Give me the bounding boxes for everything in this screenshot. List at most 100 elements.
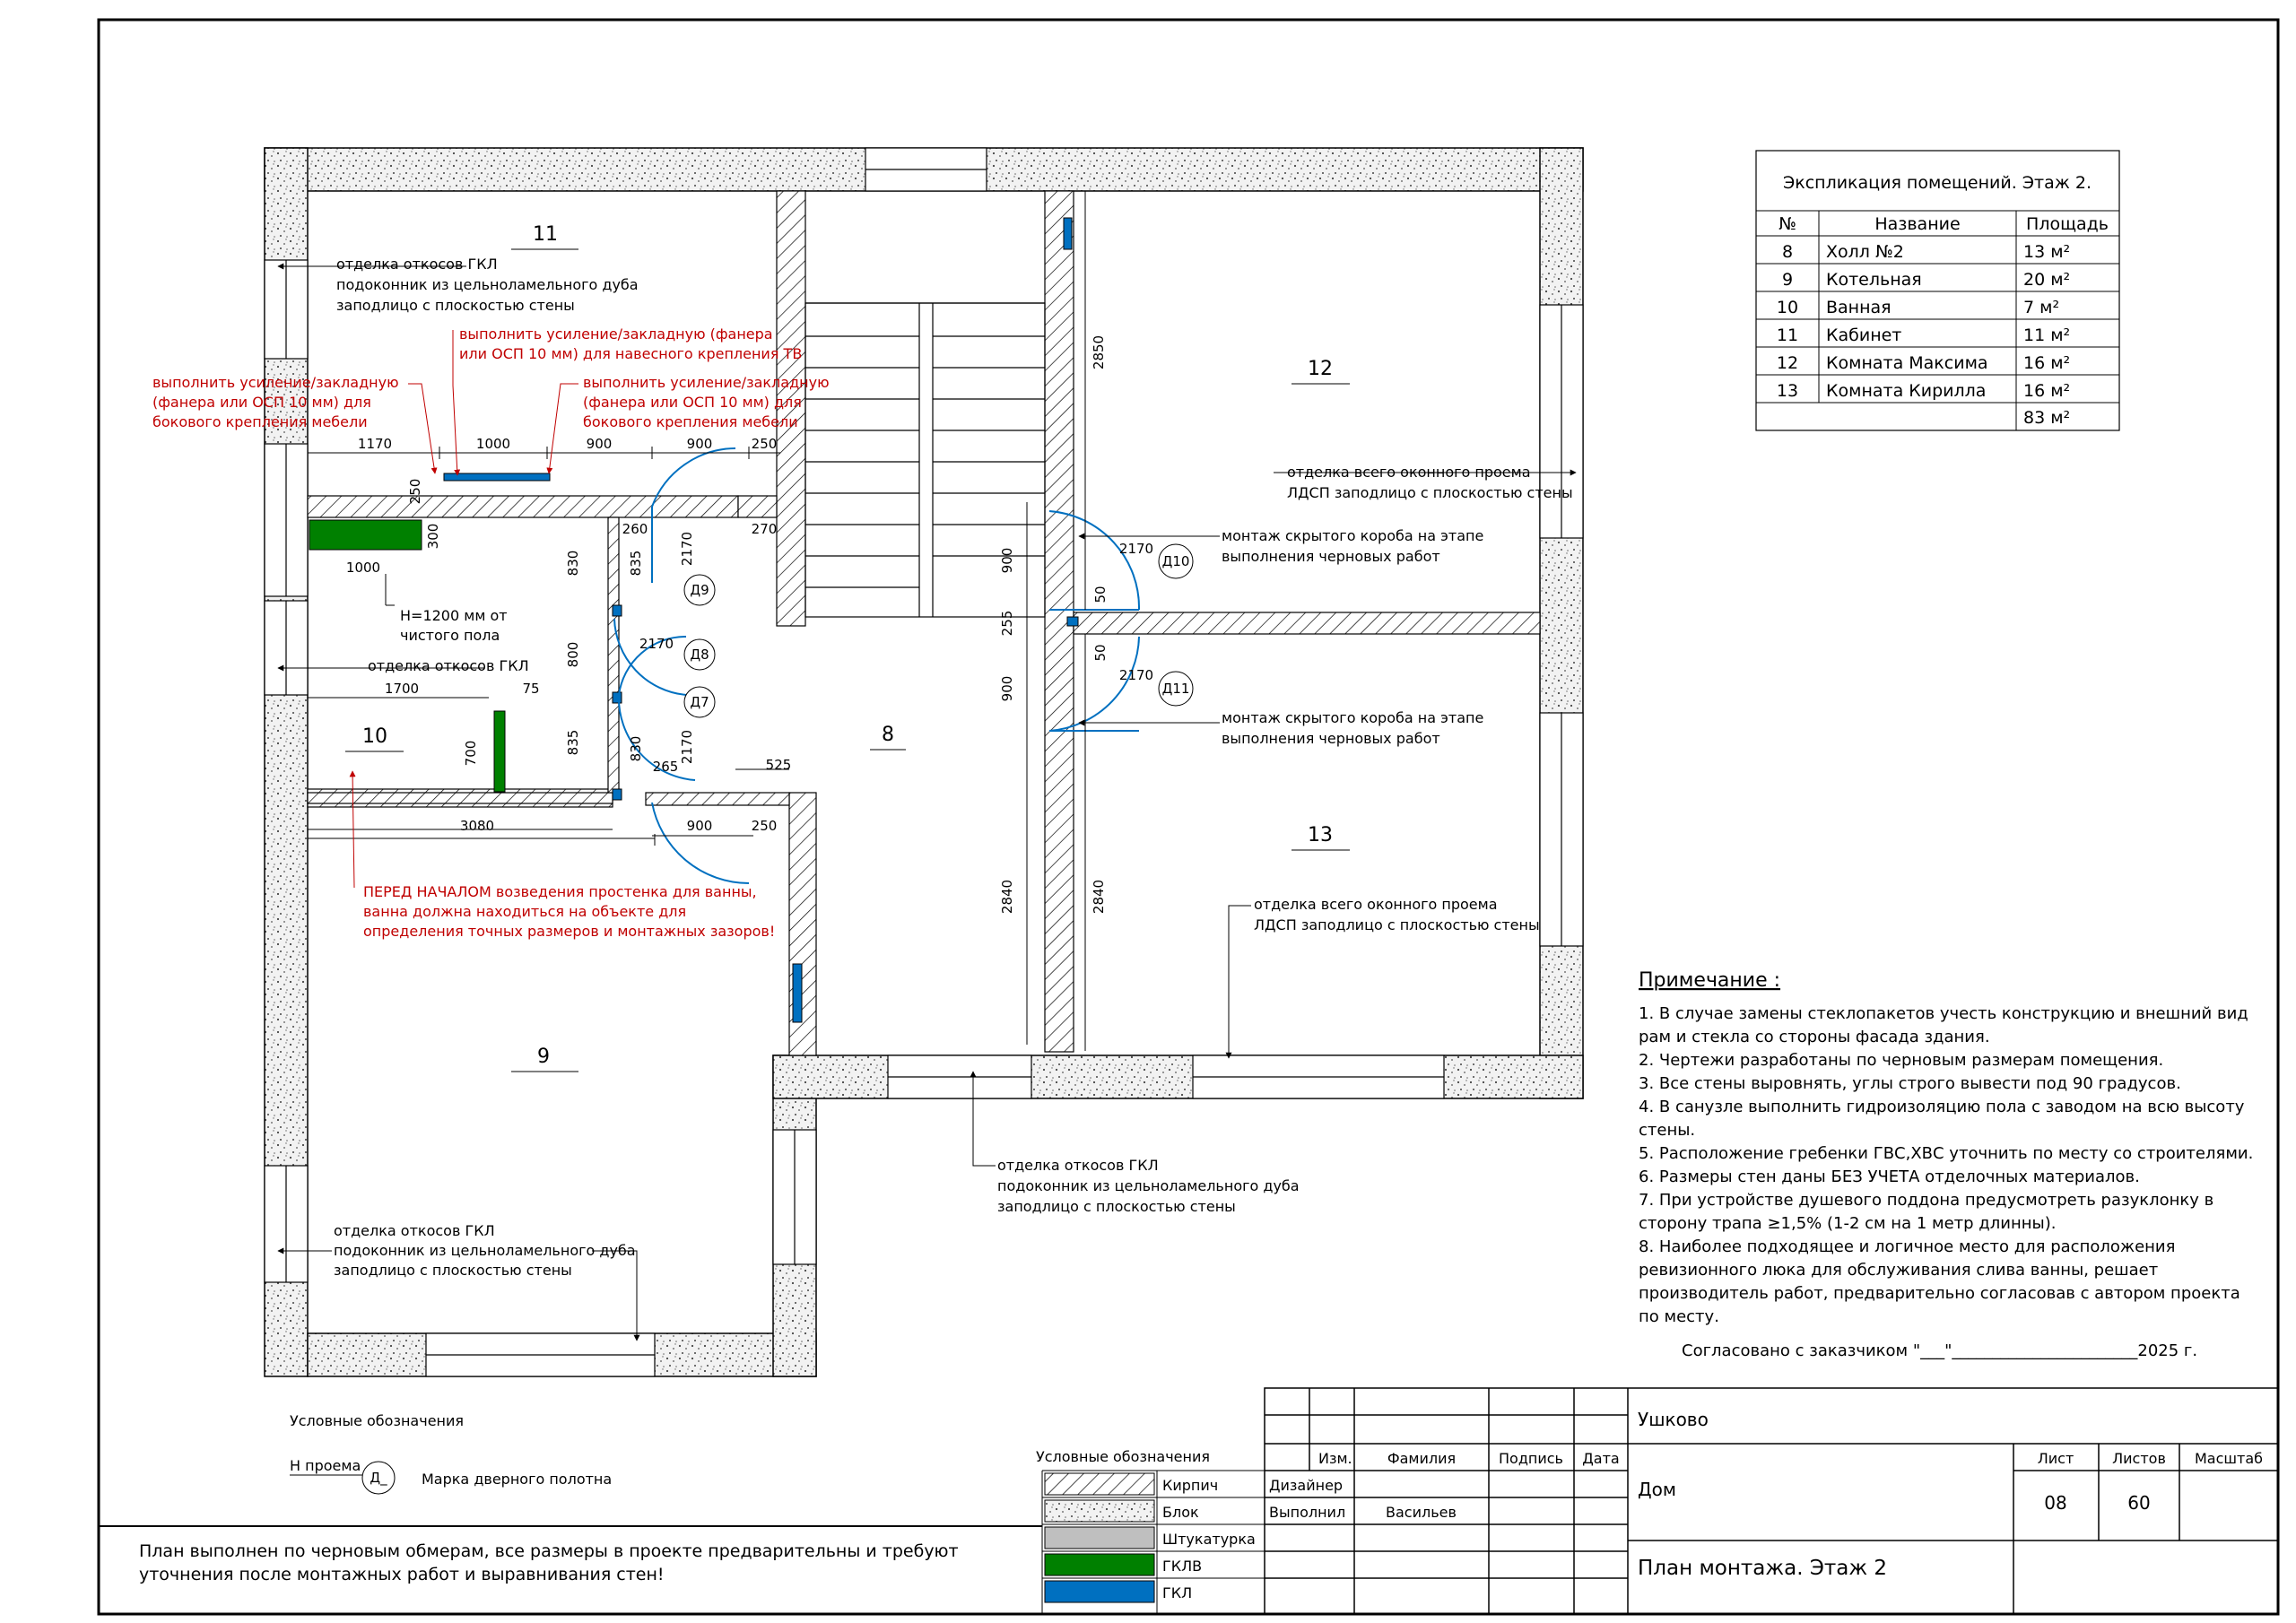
legend-label-gkl: ГКЛ: [1162, 1584, 1192, 1601]
dim-75: 75: [522, 681, 539, 697]
remark-line: 6. Размеры стен даны БЕЗ УЧЕТА отделочны…: [1639, 1167, 2140, 1186]
dim-3080: 3080: [460, 818, 494, 834]
explication-row-num: 11: [1777, 325, 1798, 345]
note-room13-line1: отделка всего оконного проема: [1254, 896, 1498, 913]
tb-listov-value: 60: [2127, 1492, 2150, 1514]
dim-900: 900: [587, 436, 613, 452]
dimension-values: 1170 1000 900 900 250 250 260 270 300 10…: [346, 335, 1153, 914]
note-left-reinforce-line3: бокового крепления мебели: [152, 413, 368, 430]
note-room13-line2: ЛДСП заподлицо с плоскостью стены: [1254, 916, 1540, 933]
room-number-10: 10: [362, 725, 387, 748]
footer-note: План выполнен по черновым обмерам, все р…: [99, 1525, 1042, 1584]
legend-small-title: Условные обозначения: [290, 1412, 464, 1429]
remark-line: 2. Чертежи разработаны по черновым разме…: [1639, 1051, 2163, 1070]
explication-row-area: 13 м²: [2023, 242, 2070, 262]
dim-2850: 2850: [1091, 335, 1107, 369]
dim-2840: 2840: [999, 880, 1015, 914]
dim-2170: 2170: [1119, 541, 1153, 557]
room-number-9: 9: [537, 1046, 550, 1068]
dim-270: 270: [752, 521, 778, 537]
tb-role-designer: Дизайнер: [1269, 1477, 1343, 1494]
explication-row-num: 13: [1777, 381, 1798, 401]
door-mark-d11: Д11: [1162, 681, 1190, 697]
legend-swatch-plaster: [1044, 1526, 1155, 1549]
dim-1000: 1000: [476, 436, 510, 452]
dim-250-vertical: 250: [407, 479, 423, 505]
note-left-reinforce-line1: выполнить усиление/закладную: [152, 374, 399, 391]
gklv-panel: [309, 519, 422, 551]
dim-2840: 2840: [1091, 880, 1107, 914]
legend-swatch-gklv: [1044, 1553, 1155, 1576]
remark-line: стены.: [1639, 1121, 1695, 1140]
legend-label-plaster: Штукатурка: [1162, 1531, 1256, 1548]
note-room12-line1: отделка всего оконного проема: [1287, 464, 1531, 481]
title-block-text: Ушково Дом План монтажа. Этаж 2 Изм. Фам…: [1269, 1409, 2263, 1580]
gkl-door-jamb: [612, 604, 622, 617]
remark-line: 7. При устройстве душевого поддона преду…: [1639, 1191, 2213, 1210]
dim-525: 525: [766, 757, 792, 773]
door-mark-d9: Д9: [690, 582, 709, 598]
explication-title: Экспликация помещений. Этаж 2.: [1783, 173, 2092, 193]
explication-row-area: 20 м²: [2023, 270, 2070, 290]
legend-swatch-block: [1044, 1499, 1155, 1523]
interior-walls: [307, 190, 1541, 1056]
explication-row-name: Комната Максима: [1826, 353, 1988, 373]
note-room11-line3: заподлицо с плоскостью стены: [336, 297, 575, 314]
tb-place: Ушково: [1638, 1409, 1709, 1430]
staircase: [804, 302, 1046, 618]
room-labels: 11 10 8 9 12 13: [345, 223, 1350, 1072]
remark-line: ревизионного люка для обслуживания слива…: [1639, 1261, 2158, 1280]
note-bath-line2: ванна должна находиться на объекте для: [363, 903, 686, 920]
explication-row-area: 16 м²: [2023, 353, 2070, 373]
tb-col-izm: Изм.: [1318, 1450, 1352, 1467]
windows: [264, 147, 1584, 1377]
legend-door-label: Марка дверного полотна: [422, 1471, 612, 1488]
footer-note-line1: План выполнен по черновым обмерам, все р…: [139, 1541, 959, 1561]
dim-900: 900: [687, 818, 713, 834]
dim-800: 800: [565, 642, 581, 668]
remark-line: рам и стекла со стороны фасада здания.: [1639, 1028, 1990, 1046]
note-right-reinforce-line2: (фанера или ОСП 10 мм) для: [583, 394, 802, 411]
annotation-text: отделка откосов ГКЛ подоконник из цельно…: [152, 256, 1573, 1279]
note-tv-mount-line2: или ОСП 10 мм) для навесного крепления Т…: [459, 345, 802, 362]
tb-col-familiya: Фамилия: [1387, 1450, 1456, 1467]
annotation-leaders: [277, 263, 1577, 1341]
note-room9-line1: отделка откосов ГКЛ: [334, 1222, 495, 1239]
note-room9-line2: подоконник из цельноламельного дуба: [334, 1242, 636, 1259]
explication-total: 83 м²: [2023, 408, 2070, 428]
tb-role-executor: Выполнил: [1269, 1504, 1345, 1521]
note-left-reinforce-line2: (фанера или ОСП 10 мм) для: [152, 394, 371, 411]
explication-row-area: 7 м²: [2023, 298, 2059, 317]
note-room8-line2: подоконник из цельноламельного дуба: [997, 1177, 1300, 1194]
legend-swatch-gkl: [1044, 1580, 1155, 1603]
remark-line: производитель работ, предварительно согл…: [1639, 1284, 2240, 1303]
remarks-block: Примечание : 1. В случае замены стеклопа…: [1639, 969, 2253, 1360]
dim-250: 250: [752, 818, 778, 834]
tb-listov-label: Листов: [2112, 1450, 2166, 1467]
note-right-reinforce-line3: бокового крепления мебели: [583, 413, 798, 430]
remark-line: 3. Все стены выровнять, углы строго выве…: [1639, 1074, 2181, 1093]
dim-2170: 2170: [1119, 667, 1153, 683]
dim-1170: 1170: [358, 436, 392, 452]
door-swings: [613, 447, 1141, 884]
gkl-riser-2: [792, 963, 803, 1023]
explication-row-name: Котельная: [1826, 270, 1922, 290]
tb-person-executor: Васильев: [1386, 1504, 1457, 1521]
dim-835: 835: [628, 551, 644, 577]
explication-table: Экспликация помещений. Этаж 2. № Названи…: [1755, 150, 2120, 431]
dim-250: 250: [752, 436, 778, 452]
remarks-agreed: Согласовано с заказчиком "___"__________…: [1682, 1341, 2197, 1360]
legend-table: Условные обозначения Кирпич Блок Штукату…: [1036, 1448, 1265, 1614]
dim-835: 835: [565, 730, 581, 756]
dim-50: 50: [1092, 586, 1109, 603]
sheet-frame: [97, 18, 2280, 1616]
note-room10: отделка откосов ГКЛ: [368, 657, 529, 674]
note-box2-line2: выполнения черновых работ: [1222, 730, 1440, 747]
tb-list-value: 08: [2044, 1492, 2066, 1514]
explication-row-area: 11 м²: [2023, 325, 2070, 345]
note-box1-line1: монтаж скрытого короба на этапе: [1222, 527, 1483, 544]
gkl-door-jamb: [612, 691, 622, 704]
explication-row-num: 8: [1782, 242, 1793, 262]
dim-900: 900: [999, 548, 1015, 574]
remark-line: сторону трапа ≥1,5% (1-2 см на 1 метр дл…: [1639, 1214, 2056, 1233]
